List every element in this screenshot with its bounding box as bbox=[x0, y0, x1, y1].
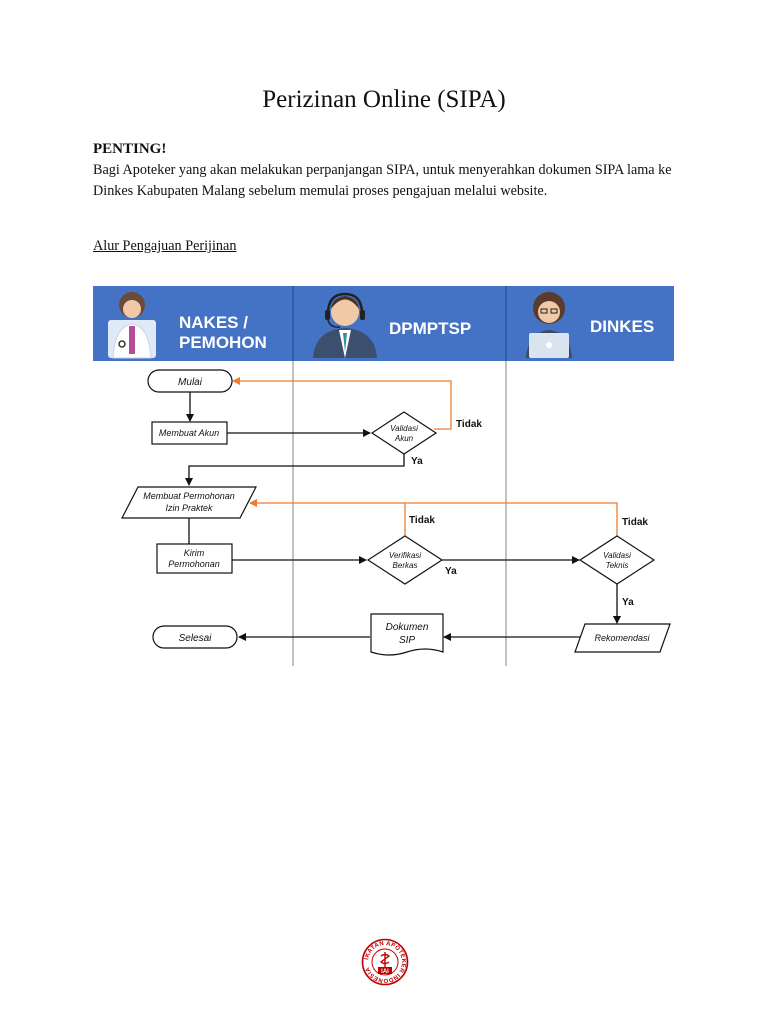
node-validasi-akun-label-2: Akun bbox=[394, 434, 414, 443]
lane-title-pemohon-2: PEMOHON bbox=[179, 333, 267, 352]
node-dokumen-label-1: Dokumen bbox=[386, 622, 429, 633]
notice-body: Bagi Apoteker yang akan melakukan perpan… bbox=[93, 162, 672, 199]
node-rekomendasi: Rekomendasi bbox=[574, 623, 671, 653]
node-verifikasi-berkas: Verifikasi Berkas bbox=[366, 535, 444, 585]
swimlane-header bbox=[93, 286, 674, 361]
edge-label-tidak-teknis: Tidak bbox=[622, 517, 648, 528]
node-verifikasi-label-2: Berkas bbox=[393, 561, 418, 570]
node-membuat-permohonan: Membuat Permohonan Izin Praktek bbox=[121, 486, 257, 519]
edge-label-ya-verifikasi: Ya bbox=[445, 566, 457, 577]
node-mulai-label: Mulai bbox=[178, 377, 203, 388]
node-membuat-permohonan-label-1: Membuat Permohonan bbox=[143, 491, 235, 501]
node-membuat-akun-label: Membuat Akun bbox=[159, 428, 219, 438]
node-mulai: Mulai bbox=[147, 369, 233, 393]
svg-text:IAI: IAI bbox=[381, 969, 389, 975]
node-validasi-teknis-label-1: Validasi bbox=[603, 551, 631, 560]
lane-title-dpmptsp: DPMPTSP bbox=[389, 319, 471, 338]
laptop-officer-icon bbox=[526, 292, 572, 358]
node-dokumen-sip: Dokumen SIP bbox=[370, 613, 444, 656]
flowchart: NAKES / PEMOHON DPMPTSP DINKES bbox=[93, 286, 674, 666]
node-validasi-teknis: Validasi Teknis bbox=[578, 535, 656, 585]
iai-logo-seal: IKATAN APOTEKER INDONESIA IAI bbox=[361, 938, 409, 986]
node-dokumen-label-2: SIP bbox=[399, 635, 415, 646]
lane-title-dinkes: DINKES bbox=[590, 317, 654, 336]
edge-label-ya-akun: Ya bbox=[411, 456, 423, 467]
node-kirim-label-2: Permohonan bbox=[168, 559, 220, 569]
flow-section-heading: Alur Pengajuan Perijinan bbox=[93, 238, 237, 254]
node-validasi-akun: Validasi Akun bbox=[370, 411, 438, 455]
node-kirim-permohonan: Kirim Permohonan bbox=[156, 543, 233, 574]
node-membuat-akun: Membuat Akun bbox=[151, 421, 228, 445]
edge-label-tidak-akun: Tidak bbox=[456, 419, 482, 430]
notice-heading: PENTING! bbox=[93, 141, 167, 157]
page-title: Perizinan Online (SIPA) bbox=[262, 86, 506, 113]
edge-label-ya-teknis: Ya bbox=[622, 597, 634, 608]
edge-label-tidak-verifikasi: Tidak bbox=[409, 515, 435, 526]
call-center-agent-icon bbox=[313, 292, 377, 358]
node-verifikasi-label-1: Verifikasi bbox=[389, 551, 421, 560]
node-validasi-teknis-label-2: Teknis bbox=[606, 561, 629, 570]
node-selesai-label: Selesai bbox=[179, 633, 213, 644]
lane-title-pemohon-1: NAKES / bbox=[179, 313, 248, 332]
node-membuat-permohonan-label-2: Izin Praktek bbox=[165, 503, 213, 513]
doctor-avatar-icon bbox=[108, 292, 156, 359]
node-kirim-label-1: Kirim bbox=[184, 548, 205, 558]
node-rekomendasi-label: Rekomendasi bbox=[594, 633, 650, 643]
node-validasi-akun-label-1: Validasi bbox=[390, 424, 418, 433]
node-selesai: Selesai bbox=[152, 625, 238, 649]
